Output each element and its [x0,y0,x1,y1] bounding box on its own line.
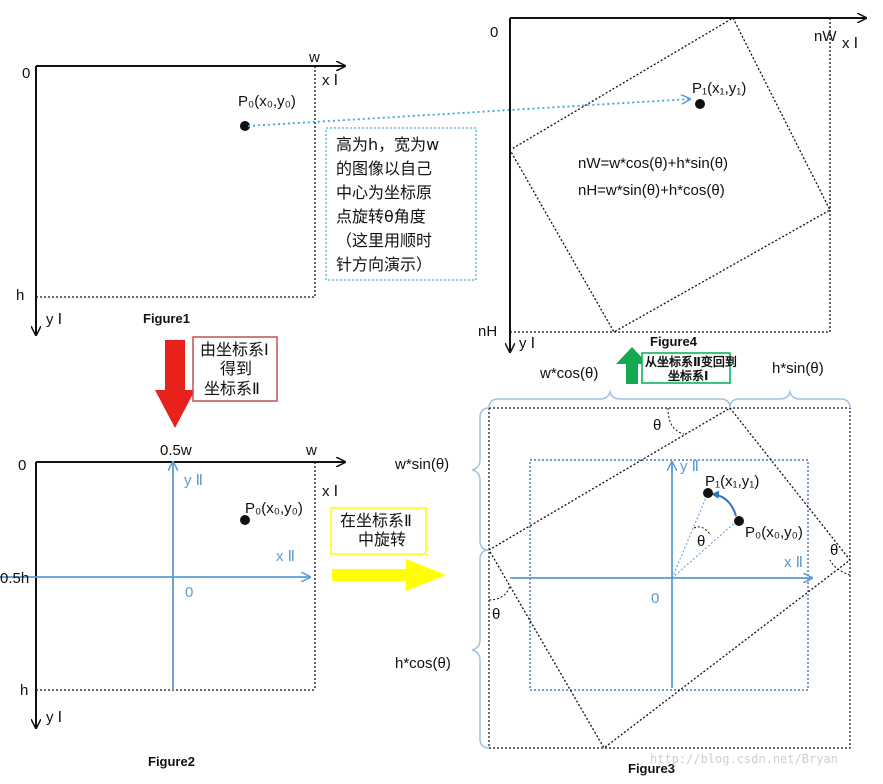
note-line-4: 点旋转θ角度 [336,207,426,226]
figure2: 0 0.5w w x Ⅰ 0.5h h y Ⅰ y Ⅱ x Ⅱ 0 P₀(x₀,… [0,442,345,769]
down-label-line-3: 坐标系Ⅱ [204,379,260,398]
fig4-y-label: y Ⅰ [519,335,535,352]
watermark: http://blog.csdn.net/Bryan [650,752,838,766]
coord-transform-down: 由坐标系Ⅰ 得到 坐标系Ⅱ [155,336,278,428]
fig3-vector-p1 [671,492,709,579]
note-line-2: 的图像以自己 [336,159,432,178]
fig3-left-angle-arc [488,585,511,601]
fig3-brace-wcos [488,389,731,409]
fig2-x-label: x Ⅰ [322,483,338,500]
fig3-right-theta: θ [830,542,838,559]
fig2-point-p0 [240,515,250,525]
fig3-hsin-label: h*sin(θ) [772,360,824,377]
down-label-line-1: 由坐标系Ⅰ [200,340,269,359]
fig4-rotated-image [509,17,831,333]
fig4-formula-nh: nH=w*sin(θ)+h*cos(θ) [578,182,725,199]
fig2-origin-label: 0 [18,457,26,474]
fig3-x2-label: x Ⅱ [784,554,803,571]
note-line-6: 针方向演示） [336,255,432,274]
red-arrow-shaft [165,340,185,390]
yellow-arrow-shaft [332,569,408,581]
fig2-y2-label: y Ⅱ [184,472,203,489]
down-label-line-2: 得到 [220,359,252,378]
fig3-rotated-image [488,407,851,749]
figure4: 0 nW x Ⅰ nH y Ⅰ P₁(x₁,y₁) nW=w*cos(θ)+h*… [478,18,866,352]
fig1-h-label: h [16,287,24,304]
figure3: y Ⅱ x Ⅱ 0 θ P₁(x₁,y₁) P₀(x₀,y₀) θ θ θ w*… [394,360,851,776]
fig1-point-p0 [240,121,250,131]
fig3-top-angle-arc [667,407,685,435]
fig4-point-label: P₁(x₁,y₁) [692,80,746,97]
fig4-x-label: x Ⅰ [842,35,858,52]
green-arrow [616,347,648,384]
fig3-inner-angle-arc [693,526,711,535]
fig4-origin-label: 0 [490,24,498,41]
fig4-nw-label: nW [814,28,837,45]
fig4-formula-nw: nW=w*cos(θ)+h*sin(θ) [578,155,728,172]
fig3-hcos-label: h*cos(θ) [395,655,451,672]
fig2-point-label: P₀(x₀,y₀) [245,500,303,517]
coord-transform-up: 从坐标系Ⅱ变回到 坐标系Ⅰ [616,347,737,384]
fig1-origin-label: 0 [22,65,30,82]
fig3-point-p0 [734,516,744,526]
fig2-halfh-label: 0.5h [0,570,29,587]
fig3-y2-label: y Ⅱ [680,458,699,475]
fig3-brace-hcos [471,549,490,749]
fig3-p0-label: P₀(x₀,y₀) [745,524,803,541]
fig4-caption: Figure4 [650,334,698,349]
fig1-w-label: w [308,49,320,66]
down-label-box [192,336,278,402]
note-line-3: 中心为坐标原 [336,183,432,202]
fig3-left-theta: θ [492,606,500,623]
fig3-top-theta: θ [653,417,661,434]
fig3-rotation-arc-arrow [711,490,737,517]
fig1-y-label: y Ⅰ [46,311,62,328]
fig3-point-p1 [703,488,713,498]
fig3-vector-p0 [671,519,739,579]
fig3-wcos-label: w*cos(θ) [539,365,598,382]
fig1-to-fig4-connector [247,99,690,127]
rotation-note-box: 高为h，宽为w 的图像以自己 中心为坐标原 点旋转θ角度 （这里用顺时 针方向演… [325,127,477,281]
fig3-bounding-box [488,407,851,749]
fig1-caption: Figure1 [143,311,190,326]
note-line-1: 高为h，宽为w [336,135,439,154]
note-line-5: （这里用顺时 [336,231,432,250]
fig1-x-label: x Ⅰ [322,72,338,89]
right-label-line-2: 中旋转 [358,530,406,549]
right-label-box [330,507,427,555]
fig2-caption: Figure2 [148,754,195,769]
up-label-line-2: 坐标系Ⅰ [668,368,708,383]
fig2-x2-label: x Ⅱ [276,548,295,565]
fig4-nh-label: nH [478,323,497,340]
fig2-origin2-label: 0 [185,584,193,601]
fig2-h-label: h [20,682,28,699]
yellow-arrow-head [406,559,446,591]
right-label-line-1: 在坐标系Ⅱ [340,511,412,530]
red-arrow-head [155,390,195,428]
fig3-p1-label: P₁(x₁,y₁) [705,473,759,490]
fig3-inner-theta: θ [697,533,705,550]
fig3-wsin-label: w*sin(θ) [394,456,449,473]
fig3-origin2-label: 0 [651,590,659,607]
fig3-original-image [529,459,809,691]
rotate-arrow-right: 在坐标系Ⅱ 中旋转 [330,507,446,591]
fig2-halfw-label: 0.5w [160,442,192,459]
fig3-brace-wsin [471,407,490,551]
figure1: 0 w x Ⅰ h y Ⅰ P₀(x₀,y₀) Figure1 [16,49,345,335]
up-label-line-1: 从坐标系Ⅱ变回到 [645,354,737,369]
up-label-box [641,352,731,384]
fig3-brace-hsin [729,389,851,409]
fig2-y-label: y Ⅰ [46,709,62,726]
fig1-point-label: P₀(x₀,y₀) [238,93,296,110]
fig4-point-p1 [695,99,705,109]
fig2-w-label: w [305,442,317,459]
fig3-caption: Figure3 [628,761,675,776]
